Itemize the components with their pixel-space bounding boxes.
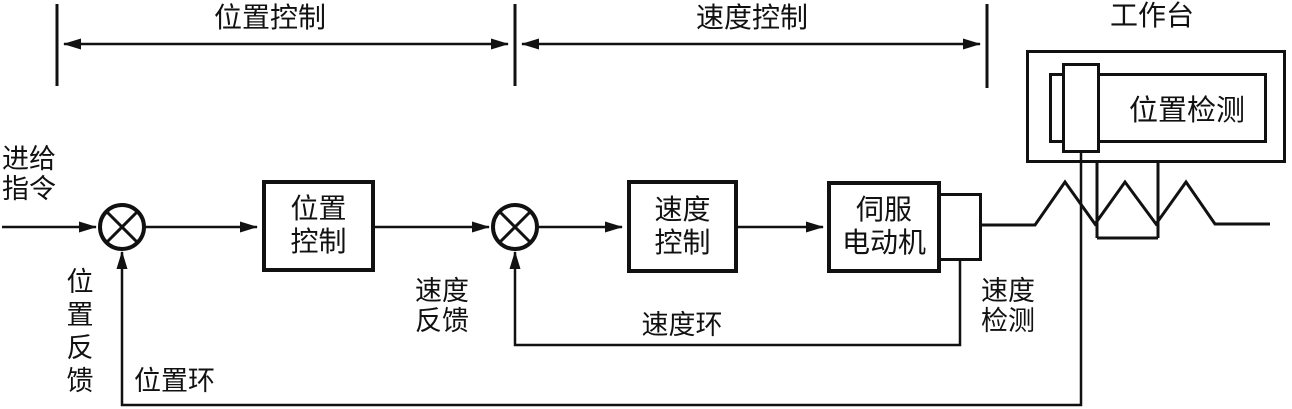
position-feedback-label: 位 置 反 馈 bbox=[66, 267, 94, 396]
sum1-x-stroke bbox=[105, 210, 139, 244]
detector-slider-box bbox=[1062, 63, 1100, 153]
speed-detect-label: 速度 检测 bbox=[981, 276, 1035, 336]
position-control-region-label: 位置控制 bbox=[213, 3, 326, 34]
position-control-block: 位置 控制 bbox=[262, 180, 375, 272]
sum2-x-stroke bbox=[498, 210, 532, 244]
position-loop-label: 位置环 bbox=[134, 366, 215, 396]
speed-loop-label: 速度环 bbox=[641, 310, 723, 340]
speed-summing-junction-icon bbox=[491, 203, 539, 251]
servo-motor-block: 伺服 电动机 bbox=[827, 181, 941, 273]
speed-control-region-label: 速度控制 bbox=[695, 3, 808, 34]
position-summing-junction-icon bbox=[98, 203, 146, 251]
top-span-annotation bbox=[55, 4, 989, 88]
sum1-x-stroke bbox=[105, 210, 139, 244]
feed-command-label: 进给 指令 bbox=[2, 144, 56, 204]
worktable-label: 工作台 bbox=[1109, 1, 1194, 32]
sum2-x-stroke bbox=[498, 210, 532, 244]
speed-detector-box bbox=[938, 193, 982, 261]
speed-feedback-label: 速度 反馈 bbox=[415, 276, 469, 336]
speed-control-block: 速度 控制 bbox=[627, 180, 738, 273]
ballscrew-zigzag bbox=[982, 179, 1270, 227]
ballscrew bbox=[982, 163, 1270, 240]
